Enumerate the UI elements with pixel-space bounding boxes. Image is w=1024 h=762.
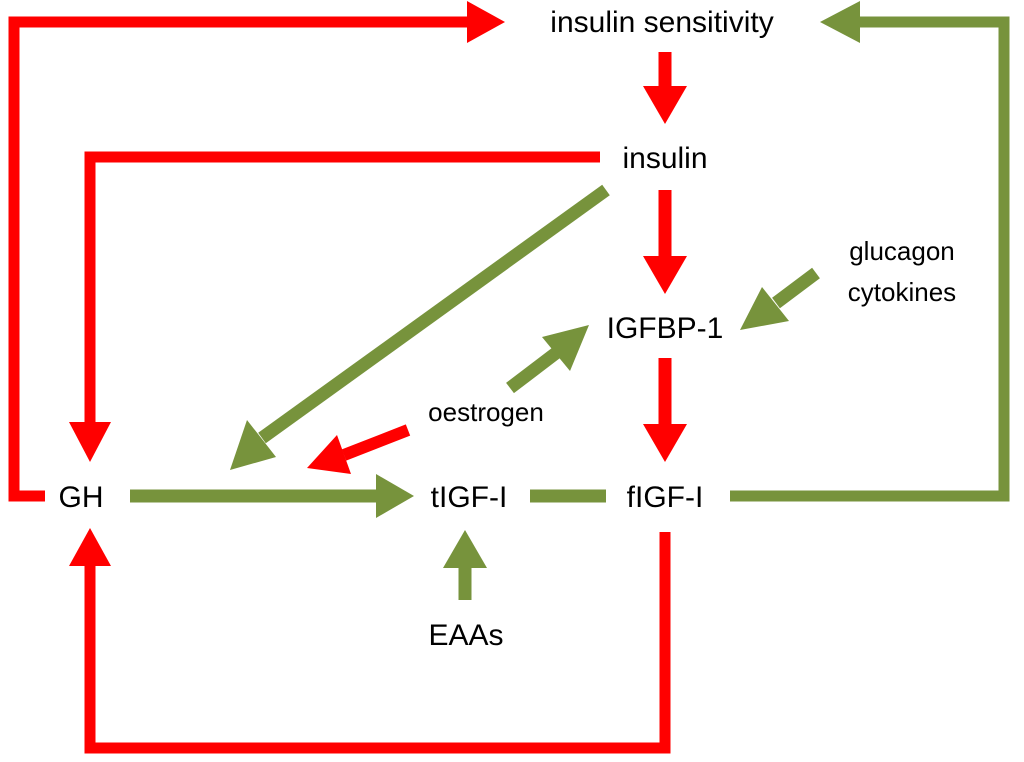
arrowhead-figf-top <box>643 424 687 462</box>
arrowhead-igfbp1-top <box>643 256 687 294</box>
arrowhead-gh-bottom <box>69 528 111 566</box>
connector-figf-to-gh <box>84 532 671 754</box>
arrowhead-gh-top <box>69 422 111 462</box>
stimulate-connectors <box>130 1 1010 600</box>
node-figf: fIGF-I <box>627 481 704 514</box>
connector-oestrogen-to-igfbp1 <box>506 347 560 394</box>
connector-glucagon-to-igfbp1 <box>772 267 820 309</box>
node-labels: insulin sensitivity insulin glucagon cyt… <box>59 6 957 652</box>
inhibit-connectors <box>8 1 687 754</box>
node-insulin: insulin <box>622 142 707 175</box>
node-gh: GH <box>59 481 104 514</box>
connector-oestrogen-to-gh-tigf <box>341 424 411 461</box>
arrowhead-tigf-left <box>376 474 414 518</box>
arrowhead-insulin-green <box>230 420 276 470</box>
node-glucagon: glucagon <box>849 236 955 266</box>
node-tigf: tIGF-I <box>431 481 508 514</box>
connector-insulin-to-gh <box>84 151 600 424</box>
node-eaas: EAAs <box>428 619 503 652</box>
arrowhead-oestrogen-red <box>307 435 351 474</box>
arrowhead-oestrogen-green <box>542 325 589 371</box>
connector-gh-to-insulin-sensitivity <box>8 16 470 502</box>
arrowhead-glucagon <box>740 287 789 330</box>
arrowhead-insulin-sensitivity-left <box>467 1 505 43</box>
arrowhead-tigf-bottom <box>443 530 487 568</box>
arrowhead-insulin-sensitivity-right <box>820 1 860 43</box>
node-cytokines: cytokines <box>848 277 956 307</box>
node-insulin-sensitivity: insulin sensitivity <box>550 6 773 39</box>
arrowhead-insulin-top <box>643 86 687 124</box>
connector-figf-to-insulin-sensitivity <box>730 16 1010 502</box>
node-igfbp1: IGFBP-1 <box>607 312 724 345</box>
node-oestrogen: oestrogen <box>428 397 544 427</box>
connector-insulin-to-gh-tigf <box>258 184 610 444</box>
